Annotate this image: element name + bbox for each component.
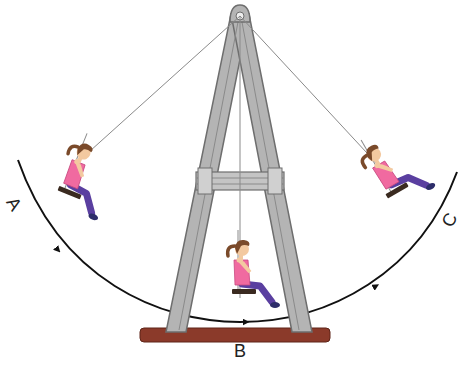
position-label: B (234, 342, 246, 360)
girl-figure (48, 129, 126, 221)
arrowhead (45, 236, 58, 250)
arrowhead (362, 286, 376, 294)
girl-figure (352, 119, 436, 213)
position-label: C (438, 210, 460, 230)
swing-rope (80, 16, 240, 160)
arrowhead (230, 322, 246, 323)
girl-figure (228, 230, 280, 308)
position-label: A (3, 194, 25, 214)
swing-frame (166, 5, 312, 332)
